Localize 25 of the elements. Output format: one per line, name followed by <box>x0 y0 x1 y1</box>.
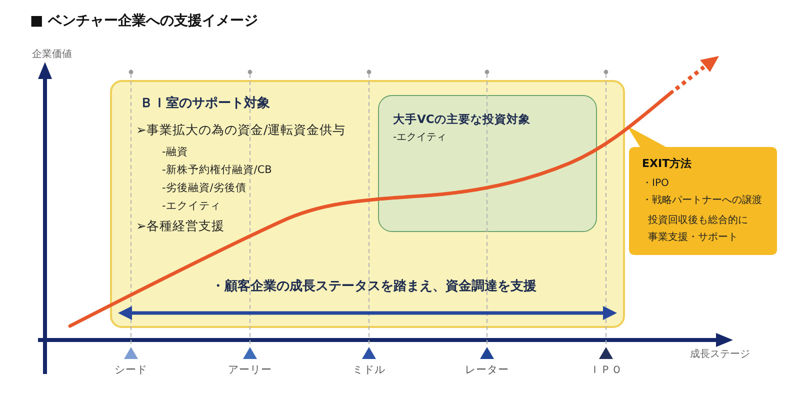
diagram-title: ■ ベンチャー企業への支援イメージ <box>30 13 258 30</box>
list-item: 投資回収後も総合的に事業支援・サポート <box>648 214 749 245</box>
sub-list-item: -融資 <box>162 146 188 160</box>
list-item: ➢各種経営支援 <box>136 218 224 234</box>
list-item: ・戦略パートナーへの譲渡 <box>642 195 762 208</box>
support-panel <box>110 80 625 328</box>
sub-list-item: -新株予約権付融資/CB <box>162 164 272 178</box>
stage-label: アーリー <box>228 364 272 378</box>
stage-label: ＩＰＯ <box>590 364 622 378</box>
stage-label: レーター <box>465 364 509 378</box>
sub-list-item: -劣後融資/劣後債 <box>162 182 246 196</box>
list-item: ・IPO <box>642 178 669 190</box>
box-heading: 大手VCの主要な投資対象 <box>393 112 530 126</box>
span-label: ・顧客企業の成長ステータスを踏まえ、資金調達を支援 <box>212 279 536 296</box>
sub-list-item: -エクイティ <box>162 200 221 214</box>
panel-heading: ＢＩ室のサポート対象 <box>140 96 270 112</box>
stage-label: ミドル <box>352 364 386 378</box>
list-item: -エクイティ <box>393 132 447 144</box>
callout-bubble <box>626 125 778 256</box>
axis-label: 企業価値 <box>32 49 72 62</box>
list-item: ➢事業拡大の為の資金/運転資金供与 <box>136 122 346 138</box>
axis-label: 成長ステージ <box>690 349 750 362</box>
callout-heading: EXIT方法 <box>642 157 692 171</box>
stage-label: シード <box>114 364 148 378</box>
investment-target-box <box>378 95 597 232</box>
